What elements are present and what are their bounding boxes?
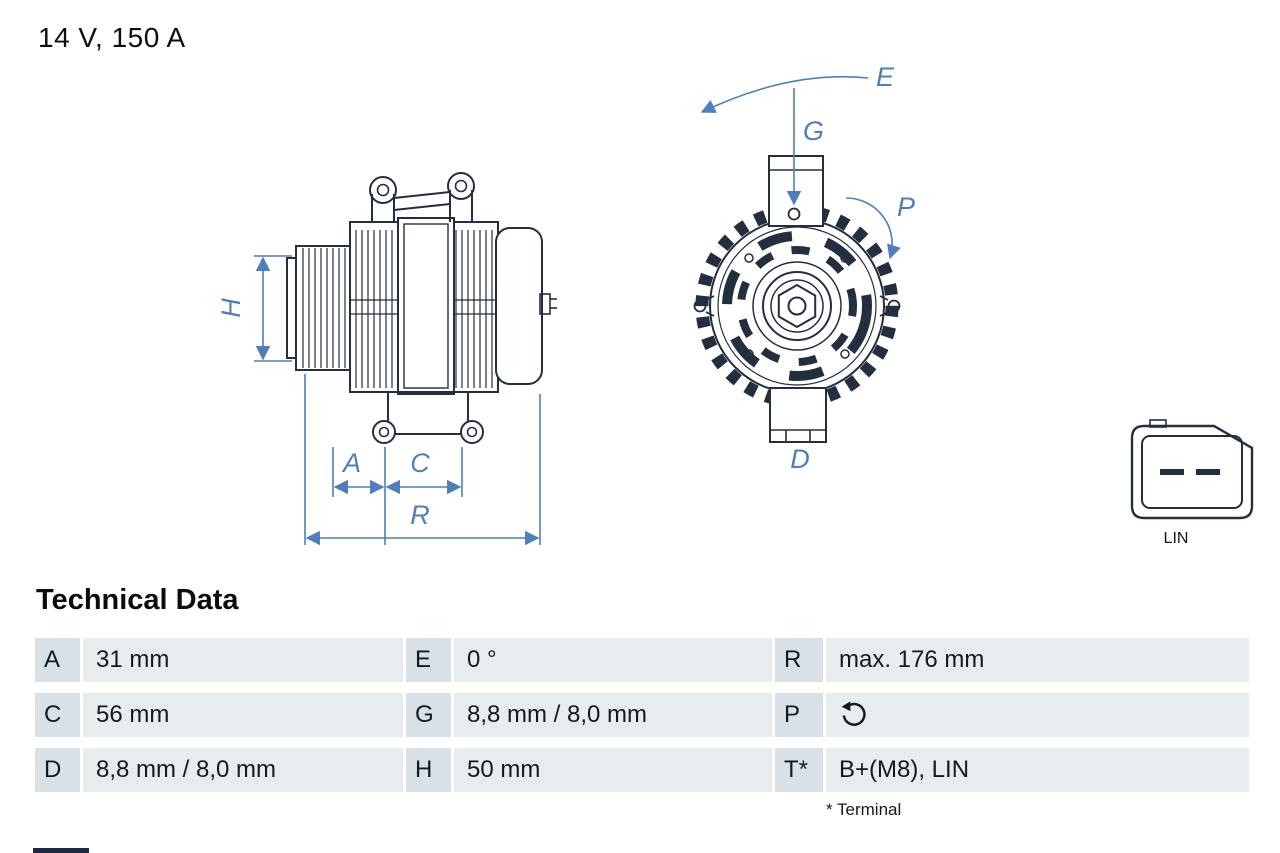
technical-data-heading: Technical Data xyxy=(36,584,239,616)
alternator-technical-drawing: H A C R xyxy=(216,62,1254,547)
table-key-d: D xyxy=(35,748,80,792)
table-value-p xyxy=(826,693,1249,737)
cropped-bottom-artifact xyxy=(33,848,89,853)
dim-label-d: D xyxy=(790,444,810,474)
alternator-side-view: H A C R xyxy=(216,172,557,546)
page-title: 14 V, 150 A xyxy=(38,22,186,53)
cooling-fins xyxy=(350,230,496,388)
dim-label-p: P xyxy=(897,192,915,222)
table-key-g: G xyxy=(406,693,451,737)
table-value-t: B+(M8), LIN xyxy=(826,748,1249,792)
dim-label-r: R xyxy=(410,500,430,530)
bottom-mounting-lugs xyxy=(372,391,484,444)
table-value-a: 31 mm xyxy=(83,638,403,682)
terminal-block xyxy=(768,155,824,227)
table-key-t: T* xyxy=(775,748,823,792)
top-mounting-lugs xyxy=(369,172,475,222)
shaft-nut xyxy=(777,283,817,329)
pulley-ribs xyxy=(302,248,346,368)
terminal-footnote: * Terminal xyxy=(826,800,902,819)
rotation-direction-icon xyxy=(841,701,866,726)
toothed-ring xyxy=(695,204,899,408)
table-value-c: 56 mm xyxy=(83,693,403,737)
mounting-foot xyxy=(769,387,827,443)
dim-label-a: A xyxy=(341,448,361,478)
dim-label-g: G xyxy=(803,116,824,146)
dim-label-c: C xyxy=(410,448,430,478)
table-key-r: R xyxy=(775,638,823,682)
table-key-a: A xyxy=(35,638,80,682)
side-view-dimensions: H A C R xyxy=(216,255,541,546)
table-value-d: 8,8 mm / 8,0 mm xyxy=(83,748,403,792)
lin-connector: LIN xyxy=(1130,419,1254,547)
table-key-e: E xyxy=(406,638,451,682)
table-value-e: 0 ° xyxy=(454,638,772,682)
dim-label-e: E xyxy=(876,62,895,92)
table-value-g: 8,8 mm / 8,0 mm xyxy=(454,693,772,737)
alternator-front-view: E G P D xyxy=(693,62,915,474)
front-view-dimensions: E G P D xyxy=(700,62,915,474)
table-value-h: 50 mm xyxy=(454,748,772,792)
connector-label: LIN xyxy=(1164,530,1189,547)
table-value-r: max. 176 mm xyxy=(826,638,1249,682)
dim-label-h: H xyxy=(216,298,246,318)
technical-data-table: A 31 mm E 0 ° R max. 176 mm C 56 mm G 8,… xyxy=(35,638,1249,792)
table-key-h: H xyxy=(406,748,451,792)
table-key-c: C xyxy=(35,693,80,737)
table-key-p: P xyxy=(775,693,823,737)
